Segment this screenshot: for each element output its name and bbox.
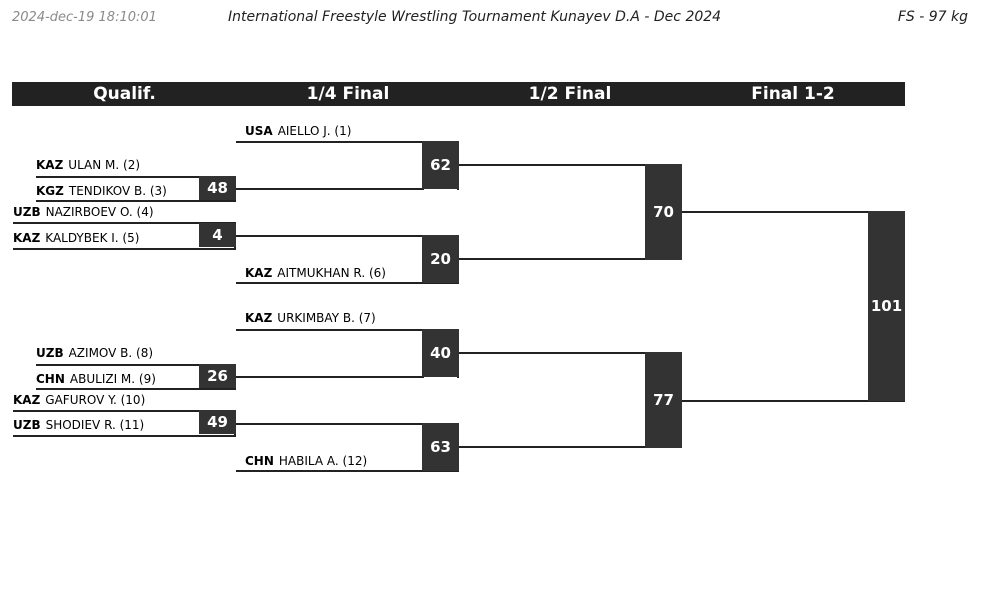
country-code: KAZ [245,311,273,325]
round-label-quarter-final: 1/4 Final [306,84,390,104]
country-code: UZB [13,418,41,432]
bracket-line [36,176,236,178]
country-code: UZB [13,205,41,219]
bout-number-box[interactable]: 70 [645,164,682,260]
bout-number-box[interactable]: 101 [868,211,905,401]
country-code: UZB [36,346,64,360]
bracket-line [13,248,236,250]
wrestler-entry: KAZ URKIMBAY B. (7) [245,311,376,325]
bout-number-box[interactable]: 26 [199,364,236,388]
weight-category: FS - 97 kg [897,9,968,25]
country-code: KAZ [36,158,64,172]
round-label-qualif: Qualif. [93,84,156,104]
bracket-line [36,200,236,202]
bracket-line [236,141,458,143]
wrestler-entry: UZB SHODIEV R. (11) [13,418,144,432]
bout-number-box[interactable]: 40 [422,329,459,377]
wrestler-name: HABILA A. (12) [278,454,368,468]
bout-number-box[interactable]: 49 [199,410,236,434]
wrestler-name: TENDIKOV B. (3) [68,184,167,198]
wrestler-name: ULAN M. (2) [68,158,141,172]
wrestler-entry: USA AIELLO J. (1) [245,124,351,138]
country-code: KAZ [13,393,41,407]
bracket-line [236,470,458,472]
bracket-line [36,388,236,390]
bout-number-box[interactable]: 77 [645,352,682,448]
wrestler-name: URKIMBAY B. (7) [277,311,376,325]
round-label-final: Final 1-2 [751,84,835,104]
print-date: 2024-dec-19 18:10:01 [12,10,157,25]
wrestler-name: SHODIEV R. (11) [45,418,145,432]
wrestler-name: AITMUKHAN R. (6) [277,266,386,280]
bracket-line [236,423,458,425]
country-code: KAZ [245,266,273,280]
wrestler-name: NAZIRBOEV O. (4) [45,205,154,219]
bout-number-box[interactable]: 62 [422,141,459,189]
wrestler-entry: CHN ABULIZI M. (9) [36,372,156,386]
wrestler-entry: KAZ AITMUKHAN R. (6) [245,266,386,280]
country-code: USA [245,124,273,138]
bracket-line [236,282,458,284]
bracket-line [13,435,236,437]
wrestler-entry: UZB NAZIRBOEV O. (4) [13,205,154,219]
wrestler-entry: UZB AZIMOV B. (8) [36,346,153,360]
country-code: CHN [36,372,65,386]
country-code: CHN [245,454,274,468]
wrestler-entry: CHN HABILA A. (12) [245,454,367,468]
bracket-line [236,188,424,190]
bracket-line [458,446,681,448]
bracket-line [458,258,681,260]
bracket-line [36,364,236,366]
bracket-line [236,329,458,331]
wrestler-name: AZIMOV B. (8) [68,346,154,360]
wrestler-name: ABULIZI M. (9) [69,372,156,386]
bout-number-box[interactable]: 20 [422,235,459,283]
bracket-line [236,235,458,237]
tournament-title: International Freestyle Wrestling Tourna… [228,9,722,25]
country-code: KGZ [36,184,64,198]
round-label-semi-final: 1/2 Final [528,84,612,104]
bracket-line [681,211,904,213]
wrestler-entry: KAZ ULAN M. (2) [36,158,140,172]
wrestler-name: GAFUROV Y. (10) [45,393,146,407]
bracket-line [681,400,904,402]
bracket-line [458,164,681,166]
wrestler-name: KALDYBEK I. (5) [45,231,140,245]
wrestler-name: AIELLO J. (1) [277,124,352,138]
bout-number-box[interactable]: 4 [199,223,236,247]
bracket-line [13,222,236,224]
bracket-line [13,410,236,412]
wrestler-entry: KAZ KALDYBEK I. (5) [13,231,139,245]
rounds-header-bar: Qualif. 1/4 Final 1/2 Final Final 1-2 [12,82,905,106]
country-code: KAZ [13,231,41,245]
bout-number-box[interactable]: 63 [422,423,459,471]
bracket-line [236,376,424,378]
bracket-line [458,352,681,354]
bout-number-box[interactable]: 48 [199,176,236,200]
wrestler-entry: KAZ GAFUROV Y. (10) [13,393,145,407]
wrestler-entry: KGZ TENDIKOV B. (3) [36,184,167,198]
